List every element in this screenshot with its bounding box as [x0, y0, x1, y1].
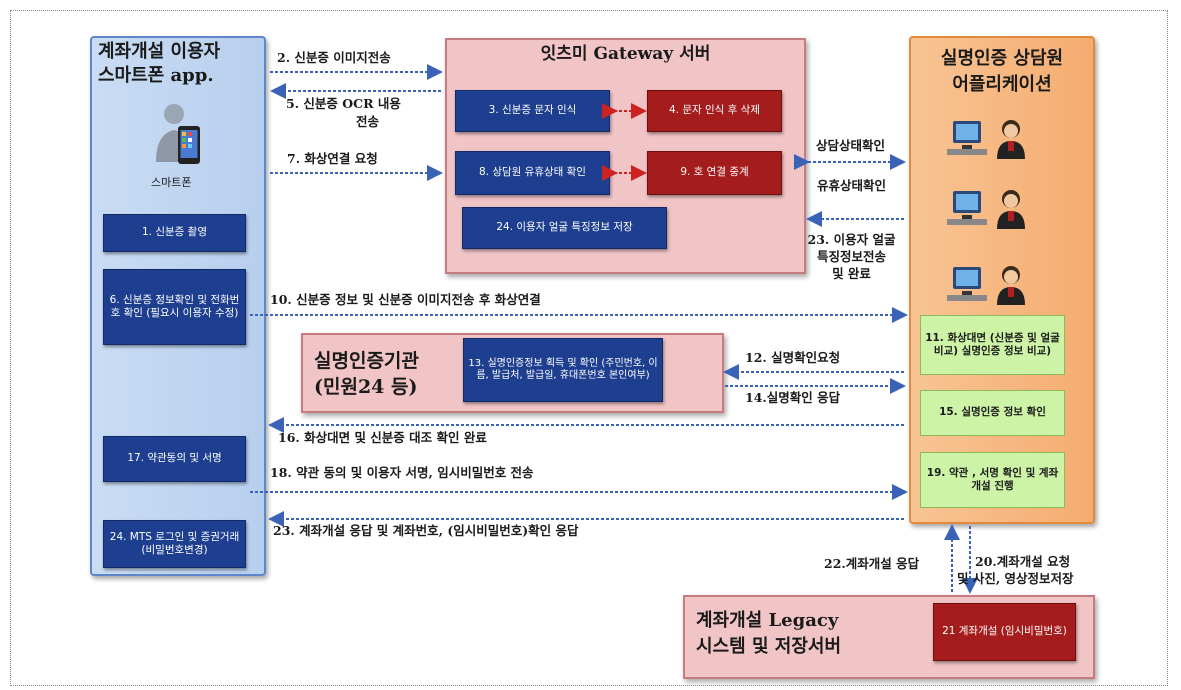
label-f16: 16. 화상대면 및 신분증 대조 확인 완료 [278, 430, 487, 445]
cert-agency-title-line2: (민원24 등) [314, 376, 418, 398]
label-f23-line2: 특징정보전송 [816, 249, 886, 264]
smartphone-app-title-line2: 스마트폰 app. [98, 65, 214, 86]
step-19-box: 19. 약관 , 서명 확인 및 계좌 개설 진행 [920, 452, 1065, 508]
step-4-box: 4. 문자 인식 후 삭제 [647, 90, 782, 132]
step-6-box: 6. 신분증 정보확인 및 전화번호 확인 (필요시 이용자 수정) [103, 269, 246, 345]
agent-app-title-line1: 실명인증 상담원 [940, 48, 1064, 69]
label-f14: 14.실명확인 응답 [745, 390, 841, 405]
step-21-box: 21 계좌개설 (임시비밀번호) [933, 603, 1076, 661]
label-f23b: 23. 계좌개설 응답 및 계좌번호, (임시비밀번호)확인 응답 [273, 523, 579, 538]
label-f20-line2: 및 사진, 영상정보저장 [957, 571, 1074, 586]
smartphone-user-icon [152, 100, 208, 172]
label-status-check: 상담상태확인 [816, 138, 886, 153]
gateway-title: 잇츠미 Gateway 서버 [540, 44, 711, 64]
label-f23-line1: 23. 이용자 얼굴 [807, 232, 896, 247]
label-f22: 22.계좌개설 응답 [824, 556, 920, 571]
step-24-mts-box: 24. MTS 로그인 및 증권거래(비밀번호변경) [103, 520, 246, 568]
agent-workstation-icon [945, 117, 1035, 165]
step-11-box: 11. 화상대면 (신분증 및 얼굴비교) 실명인증 정보 비교) [920, 315, 1065, 375]
label-f10: 10. 신분증 정보 및 신분증 이미지전송 후 화상연결 [270, 292, 541, 307]
step-13-box: 13. 실명인증정보 획득 및 확인 (주민번호, 이름, 발급처, 발급일, … [463, 338, 663, 402]
agent-workstation-icon [945, 187, 1035, 235]
smartphone-caption: 스마트폰 [151, 176, 192, 189]
legacy-title-line1: 계좌개설 Legacy [696, 610, 839, 631]
smartphone-app-title-line1: 계좌개설 이용자 [98, 41, 221, 62]
label-f18: 18. 약관 동의 및 이용자 서명, 임시비밀번호 전송 [270, 465, 534, 480]
step-1-box: 1. 신분증 촬영 [103, 214, 246, 252]
step-15-box: 15. 실명인증 정보 확인 [920, 390, 1065, 436]
step-24-gateway-box: 24. 이용자 얼굴 특징정보 저장 [462, 207, 667, 249]
agent-workstation-icon [945, 263, 1035, 311]
diagram-frame [10, 10, 1168, 686]
label-f2: 2. 신분증 이미지전송 [277, 50, 391, 65]
label-idle-state: 유휴상태확인 [817, 178, 887, 193]
label-f5-line2: 전송 [356, 114, 380, 129]
step-3-box: 3. 신분증 문자 인식 [455, 90, 610, 132]
agent-app-title-line2: 어플리케이션 [952, 74, 1052, 95]
cert-agency-title-line1: 실명인증기관 [314, 350, 419, 372]
legacy-title-line2: 시스템 및 저장서버 [696, 636, 842, 657]
label-f5-line1: 5. 신분증 OCR 내용 [286, 96, 401, 111]
label-f20-line1: 20.계좌개설 요청 [975, 554, 1071, 569]
label-f23-line3: 및 완료 [832, 266, 871, 281]
step-17-box: 17. 약관동의 및 서명 [103, 436, 246, 482]
label-f7: 7. 화상연결 요청 [287, 151, 378, 166]
label-f12: 12. 실명확인요청 [745, 350, 841, 365]
step-9-box: 9. 호 연결 중계 [647, 151, 782, 195]
agent-app-panel [909, 36, 1095, 524]
